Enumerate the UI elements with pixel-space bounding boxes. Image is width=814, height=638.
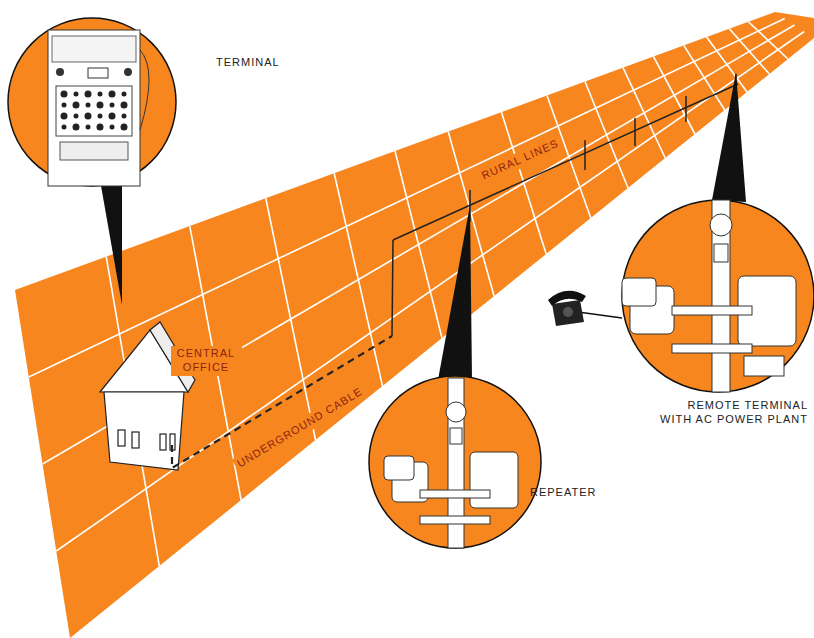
terminal-callout [8,18,176,186]
panel-knob [121,124,128,131]
panel-knob [97,102,104,109]
panel-knob [61,91,68,98]
panel-knob [86,103,91,108]
callout-label: REPEATER [530,486,596,500]
remote-terminal-callout [622,200,814,392]
panel-knob [73,102,80,109]
panel-knob [110,103,115,108]
poles [470,74,736,222]
panel-knob [121,102,128,109]
telephone [548,291,622,326]
panel-knob [110,125,115,130]
panel-knob [98,92,103,97]
panel-knob [74,92,79,97]
leader-wedge [100,180,122,305]
panel-knob [85,113,92,120]
leader-wedge [712,72,746,202]
panel-knob [86,125,91,130]
leader-wedge [438,205,472,380]
panel-knob [109,91,116,98]
ground [15,12,814,638]
panel-knob [97,124,104,131]
panel-knob [62,125,67,130]
repeater-callout [369,376,541,548]
panel-knob [109,113,116,120]
panel-knob [74,114,79,119]
panel-knob [122,92,127,97]
panel-knob [122,114,127,119]
building-label: CENTRAL OFFICE [171,346,242,376]
central-office-building [100,322,195,470]
panel-knob [98,114,103,119]
panel-knob [85,91,92,98]
panel-knob [61,113,68,120]
riser-wire [392,240,393,336]
callout-label: REMOTE TERMINAL WITH AC POWER PLANT [655,399,808,427]
callout-label: TERMINAL [216,56,280,70]
panel-knob [73,124,80,131]
panel-knob [62,103,67,108]
